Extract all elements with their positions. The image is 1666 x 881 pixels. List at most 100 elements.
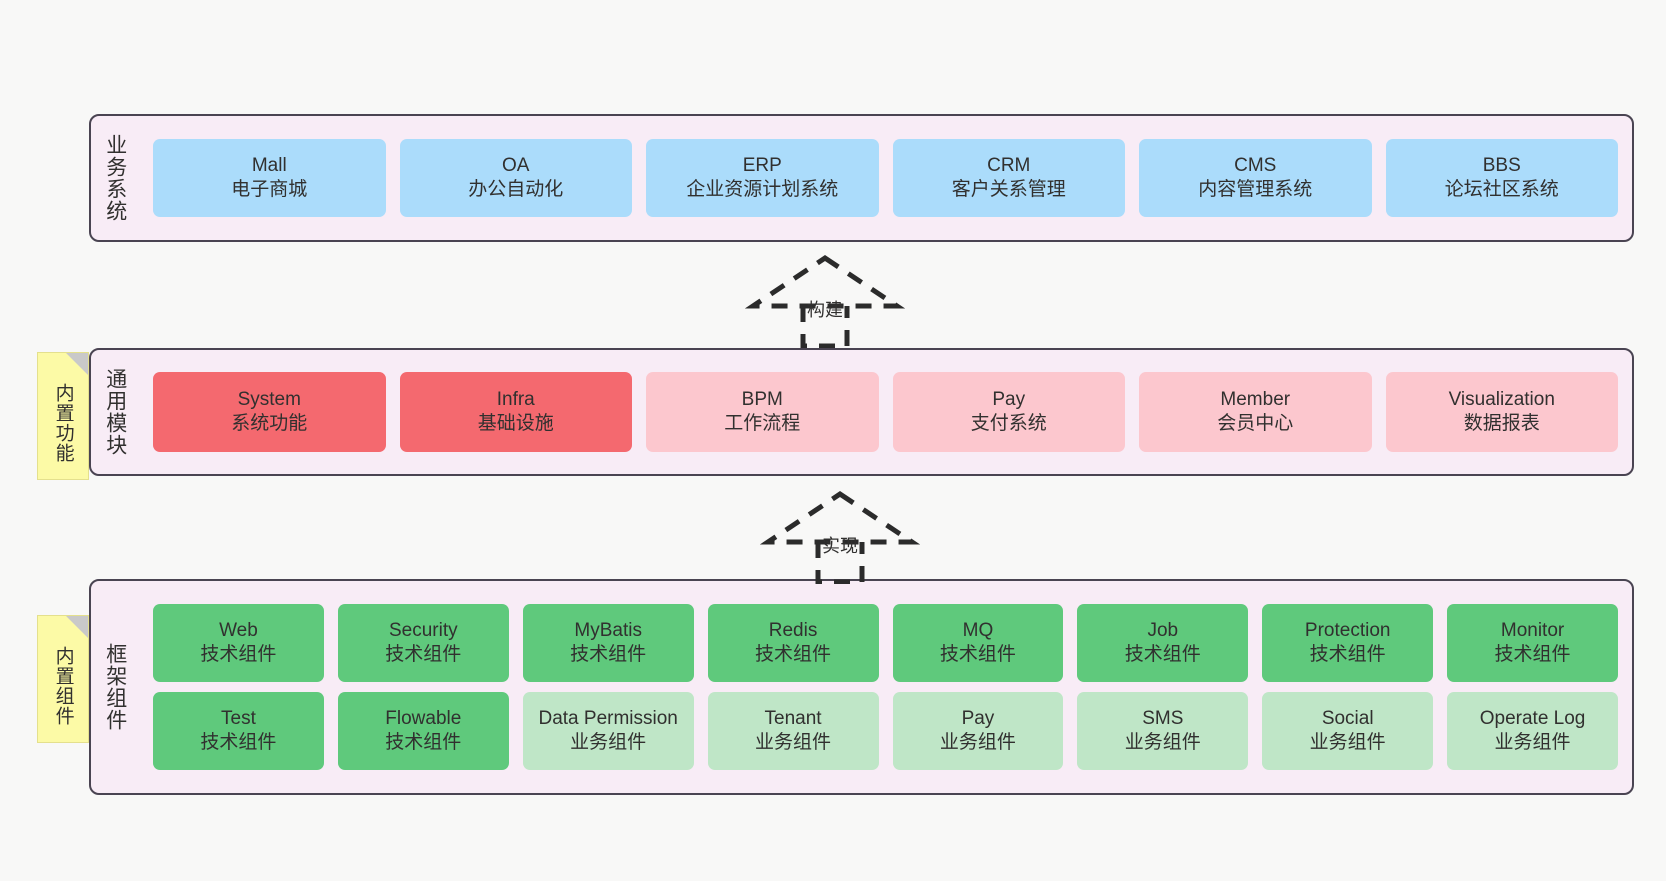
card-desc: 业务组件 bbox=[1494, 732, 1571, 753]
card-title: CRM bbox=[987, 154, 1031, 176]
card-desc: 支付系统 bbox=[970, 413, 1047, 434]
card-title: Job bbox=[1147, 619, 1179, 641]
card-title: Web bbox=[219, 619, 258, 641]
arrow-build: 构建 bbox=[745, 252, 905, 348]
sticky-note-label: 内置功能 bbox=[52, 383, 74, 463]
card-title: Tenant bbox=[764, 707, 822, 729]
layer-title-modules: 通用模块 bbox=[103, 368, 127, 456]
card-desc: 基础设施 bbox=[477, 413, 554, 434]
card-sms[interactable]: SMS 业务组件 bbox=[1077, 692, 1249, 770]
card-title: Pay bbox=[961, 707, 995, 729]
card-pay-module[interactable]: Pay 支付系统 bbox=[892, 372, 1125, 452]
card-erp[interactable]: ERP 企业资源计划系统 bbox=[646, 139, 879, 217]
card-title: Mall bbox=[251, 154, 287, 176]
card-title: Visualization bbox=[1448, 388, 1555, 410]
card-title: Infra bbox=[496, 388, 535, 410]
arrow-stem bbox=[800, 306, 850, 348]
card-visualization[interactable]: Visualization 数据报表 bbox=[1385, 372, 1618, 452]
layer-title-business: 业务系统 bbox=[103, 134, 127, 222]
card-title: Pay bbox=[992, 388, 1026, 410]
card-desc: 会员中心 bbox=[1217, 413, 1294, 434]
card-desc: 客户关系管理 bbox=[951, 179, 1066, 200]
card-test[interactable]: Test 技术组件 bbox=[153, 692, 324, 770]
card-mq[interactable]: MQ 技术组件 bbox=[892, 604, 1064, 682]
layer-body-framework: Web 技术组件 Security 技术组件 MyBatis 技术组件 Redi… bbox=[139, 581, 1632, 793]
layer-body-business: Mall 电子商城 OA 办公自动化 ERP 企业资源计划系统 CRM 客户关系… bbox=[139, 116, 1632, 240]
card-desc: 业务组件 bbox=[1309, 732, 1386, 753]
card-title: CMS bbox=[1234, 154, 1277, 176]
card-desc: 技术组件 bbox=[1124, 644, 1201, 665]
sticky-note-builtin-components: 内置组件 bbox=[37, 615, 89, 743]
card-redis[interactable]: Redis 技术组件 bbox=[707, 604, 879, 682]
card-title: SMS bbox=[1142, 707, 1184, 729]
card-tenant[interactable]: Tenant 业务组件 bbox=[707, 692, 879, 770]
card-desc: 企业资源计划系统 bbox=[686, 179, 839, 200]
card-title: Flowable bbox=[385, 707, 462, 729]
card-desc: 业务组件 bbox=[939, 732, 1016, 753]
card-monitor[interactable]: Monitor 技术组件 bbox=[1447, 604, 1618, 682]
card-title: OA bbox=[502, 154, 530, 176]
framework-row-technical: Web 技术组件 Security 技术组件 MyBatis 技术组件 Redi… bbox=[153, 604, 1618, 682]
card-security[interactable]: Security 技术组件 bbox=[337, 604, 509, 682]
card-title: Protection bbox=[1304, 619, 1391, 641]
layer-framework-components: 框架组件 Web 技术组件 Security 技术组件 MyBatis 技术组件… bbox=[89, 579, 1634, 795]
card-title: System bbox=[237, 388, 301, 410]
card-title: Member bbox=[1220, 388, 1291, 410]
card-mall[interactable]: Mall 电子商城 bbox=[153, 139, 386, 217]
card-bpm[interactable]: BPM 工作流程 bbox=[646, 372, 879, 452]
card-crm[interactable]: CRM 客户关系管理 bbox=[892, 139, 1125, 217]
card-desc: 业务组件 bbox=[570, 732, 647, 753]
layer-body-modules: System 系统功能 Infra 基础设施 BPM 工作流程 Pay 支付系统… bbox=[139, 350, 1632, 474]
card-title: MQ bbox=[962, 619, 994, 641]
card-cms[interactable]: CMS 内容管理系统 bbox=[1139, 139, 1372, 217]
card-desc: 办公自动化 bbox=[468, 179, 564, 200]
card-oa[interactable]: OA 办公自动化 bbox=[399, 139, 632, 217]
card-desc: 系统功能 bbox=[231, 413, 308, 434]
card-job[interactable]: Job 技术组件 bbox=[1077, 604, 1249, 682]
layer-title-framework: 框架组件 bbox=[103, 643, 127, 731]
arrow-head-triangle bbox=[760, 490, 920, 545]
card-title: MyBatis bbox=[574, 619, 642, 641]
card-infra[interactable]: Infra 基础设施 bbox=[399, 372, 632, 452]
card-pay-component[interactable]: Pay 业务组件 bbox=[892, 692, 1064, 770]
card-desc: 业务组件 bbox=[755, 732, 832, 753]
card-title: Monitor bbox=[1500, 619, 1565, 641]
card-bbs[interactable]: BBS 论坛社区系统 bbox=[1385, 139, 1618, 217]
card-desc: 论坛社区系统 bbox=[1444, 179, 1559, 200]
card-web[interactable]: Web 技术组件 bbox=[153, 604, 324, 682]
card-flowable[interactable]: Flowable 技术组件 bbox=[337, 692, 509, 770]
card-title: Redis bbox=[768, 619, 818, 641]
card-desc: 技术组件 bbox=[755, 644, 832, 665]
card-desc: 技术组件 bbox=[939, 644, 1016, 665]
card-title: Operate Log bbox=[1479, 707, 1586, 729]
card-title: ERP bbox=[742, 154, 782, 176]
framework-row-business: Test 技术组件 Flowable 技术组件 Data Permission … bbox=[153, 692, 1618, 770]
card-desc: 工作流程 bbox=[724, 413, 801, 434]
card-desc: 技术组件 bbox=[1309, 644, 1386, 665]
card-social[interactable]: Social 业务组件 bbox=[1262, 692, 1434, 770]
card-data-permission[interactable]: Data Permission 业务组件 bbox=[522, 692, 694, 770]
arrow-implement: 实现 bbox=[760, 488, 920, 584]
card-title: Data Permission bbox=[538, 707, 678, 729]
card-desc: 业务组件 bbox=[1124, 732, 1201, 753]
card-system[interactable]: System 系统功能 bbox=[153, 372, 386, 452]
card-title: BPM bbox=[741, 388, 783, 410]
sticky-note-label: 内置组件 bbox=[52, 646, 74, 726]
card-member[interactable]: Member 会员中心 bbox=[1139, 372, 1372, 452]
card-title: BBS bbox=[1482, 154, 1521, 176]
layer-common-modules: 通用模块 System 系统功能 Infra 基础设施 BPM 工作流程 Pay… bbox=[89, 348, 1634, 476]
sticky-note-builtin-features: 内置功能 bbox=[37, 352, 89, 480]
arrow-head-triangle bbox=[745, 254, 905, 309]
card-desc: 数据报表 bbox=[1463, 413, 1540, 434]
card-mybatis[interactable]: MyBatis 技术组件 bbox=[522, 604, 694, 682]
card-desc: 技术组件 bbox=[200, 644, 277, 665]
card-desc: 技术组件 bbox=[385, 732, 462, 753]
layer-business-systems: 业务系统 Mall 电子商城 OA 办公自动化 ERP 企业资源计划系统 CRM… bbox=[89, 114, 1634, 242]
card-protection[interactable]: Protection 技术组件 bbox=[1262, 604, 1434, 682]
card-desc: 电子商城 bbox=[231, 179, 308, 200]
card-operate-log[interactable]: Operate Log 业务组件 bbox=[1447, 692, 1618, 770]
arrow-stem bbox=[815, 542, 865, 584]
card-title: Test bbox=[221, 707, 256, 729]
card-desc: 内容管理系统 bbox=[1198, 179, 1313, 200]
